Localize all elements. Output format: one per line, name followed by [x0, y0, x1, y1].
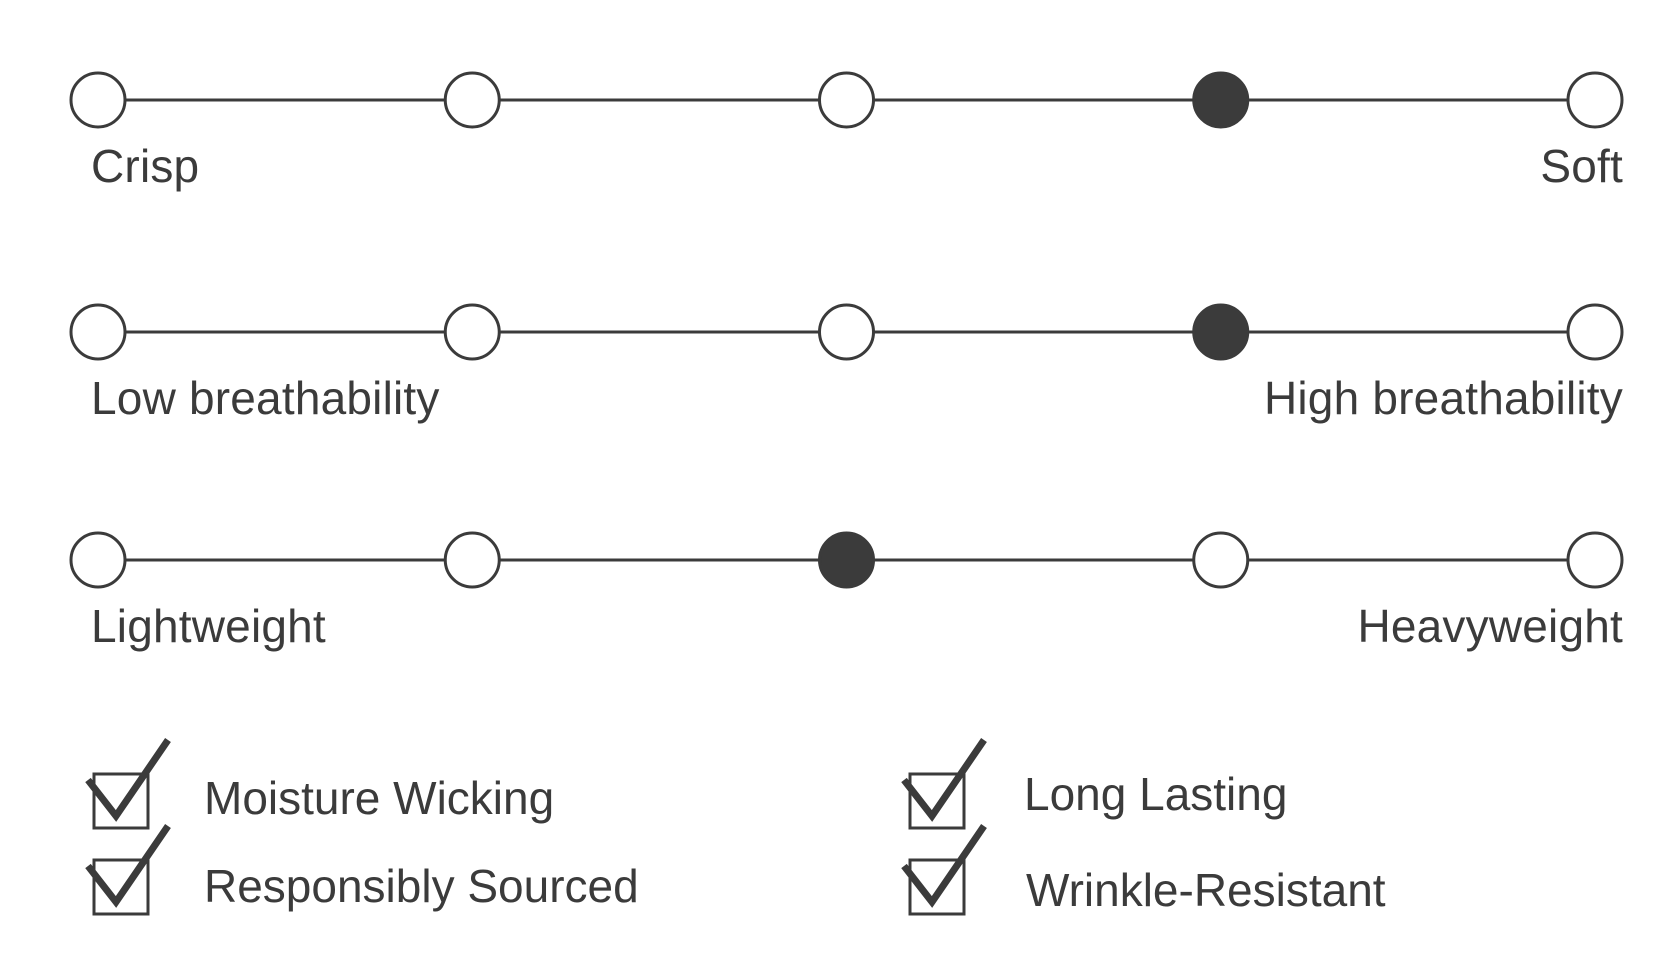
- scale-track-3: [69, 531, 1624, 589]
- feature-label: Wrinkle-Resistant: [1026, 864, 1386, 916]
- scale-step[interactable]: [443, 303, 501, 361]
- scale-left-label: Lightweight: [91, 600, 326, 652]
- scale-step[interactable]: [69, 71, 127, 129]
- scale-step[interactable]: [443, 531, 501, 589]
- feature-checklist: Moisture Wicking Long Lasting Responsibl…: [0, 730, 1669, 950]
- scale-step[interactable]: [1192, 531, 1250, 589]
- scale-step[interactable]: [818, 71, 875, 129]
- scale-right-label: Soft: [1540, 140, 1623, 192]
- scale-step[interactable]: [69, 531, 127, 589]
- scale-track-2: [69, 303, 1624, 361]
- feature-label: Responsibly Sourced: [204, 860, 639, 912]
- scale-step-selected[interactable]: [1192, 303, 1250, 361]
- feature-wrinkle-resistant: Wrinkle-Resistant: [901, 816, 1602, 916]
- checkbox-checked-icon: [901, 730, 992, 830]
- scale-step-selected[interactable]: [1192, 71, 1250, 129]
- scale-left-label: Crisp: [91, 140, 200, 192]
- scale-right-label: High breathability: [1263, 372, 1623, 424]
- checkbox-checked-icon: [85, 816, 176, 916]
- scale-right-label: Heavyweight: [1357, 600, 1623, 652]
- scale-step[interactable]: [1566, 303, 1624, 361]
- feature-label: Moisture Wicking: [204, 772, 555, 824]
- scale-left-label: Low breathability: [91, 372, 440, 424]
- scale-step-selected[interactable]: [818, 531, 875, 589]
- feature-long-lasting: Long Lasting: [901, 730, 1602, 830]
- scale-track-1: [69, 71, 1624, 129]
- scale-step[interactable]: [1566, 531, 1624, 589]
- scale-step[interactable]: [818, 303, 875, 361]
- checkbox-checked-icon: [901, 816, 992, 916]
- scale-breathability: Low breathability High breathability: [0, 278, 1669, 478]
- scale-step[interactable]: [1566, 71, 1624, 129]
- checkbox-checked-icon: [85, 730, 176, 830]
- scale-step[interactable]: [69, 303, 127, 361]
- feature-label: Long Lasting: [1024, 768, 1288, 820]
- feature-responsibly-sourced: Responsibly Sourced: [85, 816, 786, 916]
- scale-crisp-soft: Crisp Soft: [0, 46, 1669, 246]
- feature-moisture-wicking: Moisture Wicking: [85, 730, 786, 830]
- scale-step[interactable]: [443, 71, 501, 129]
- scale-weight: Lightweight Heavyweight: [0, 506, 1669, 706]
